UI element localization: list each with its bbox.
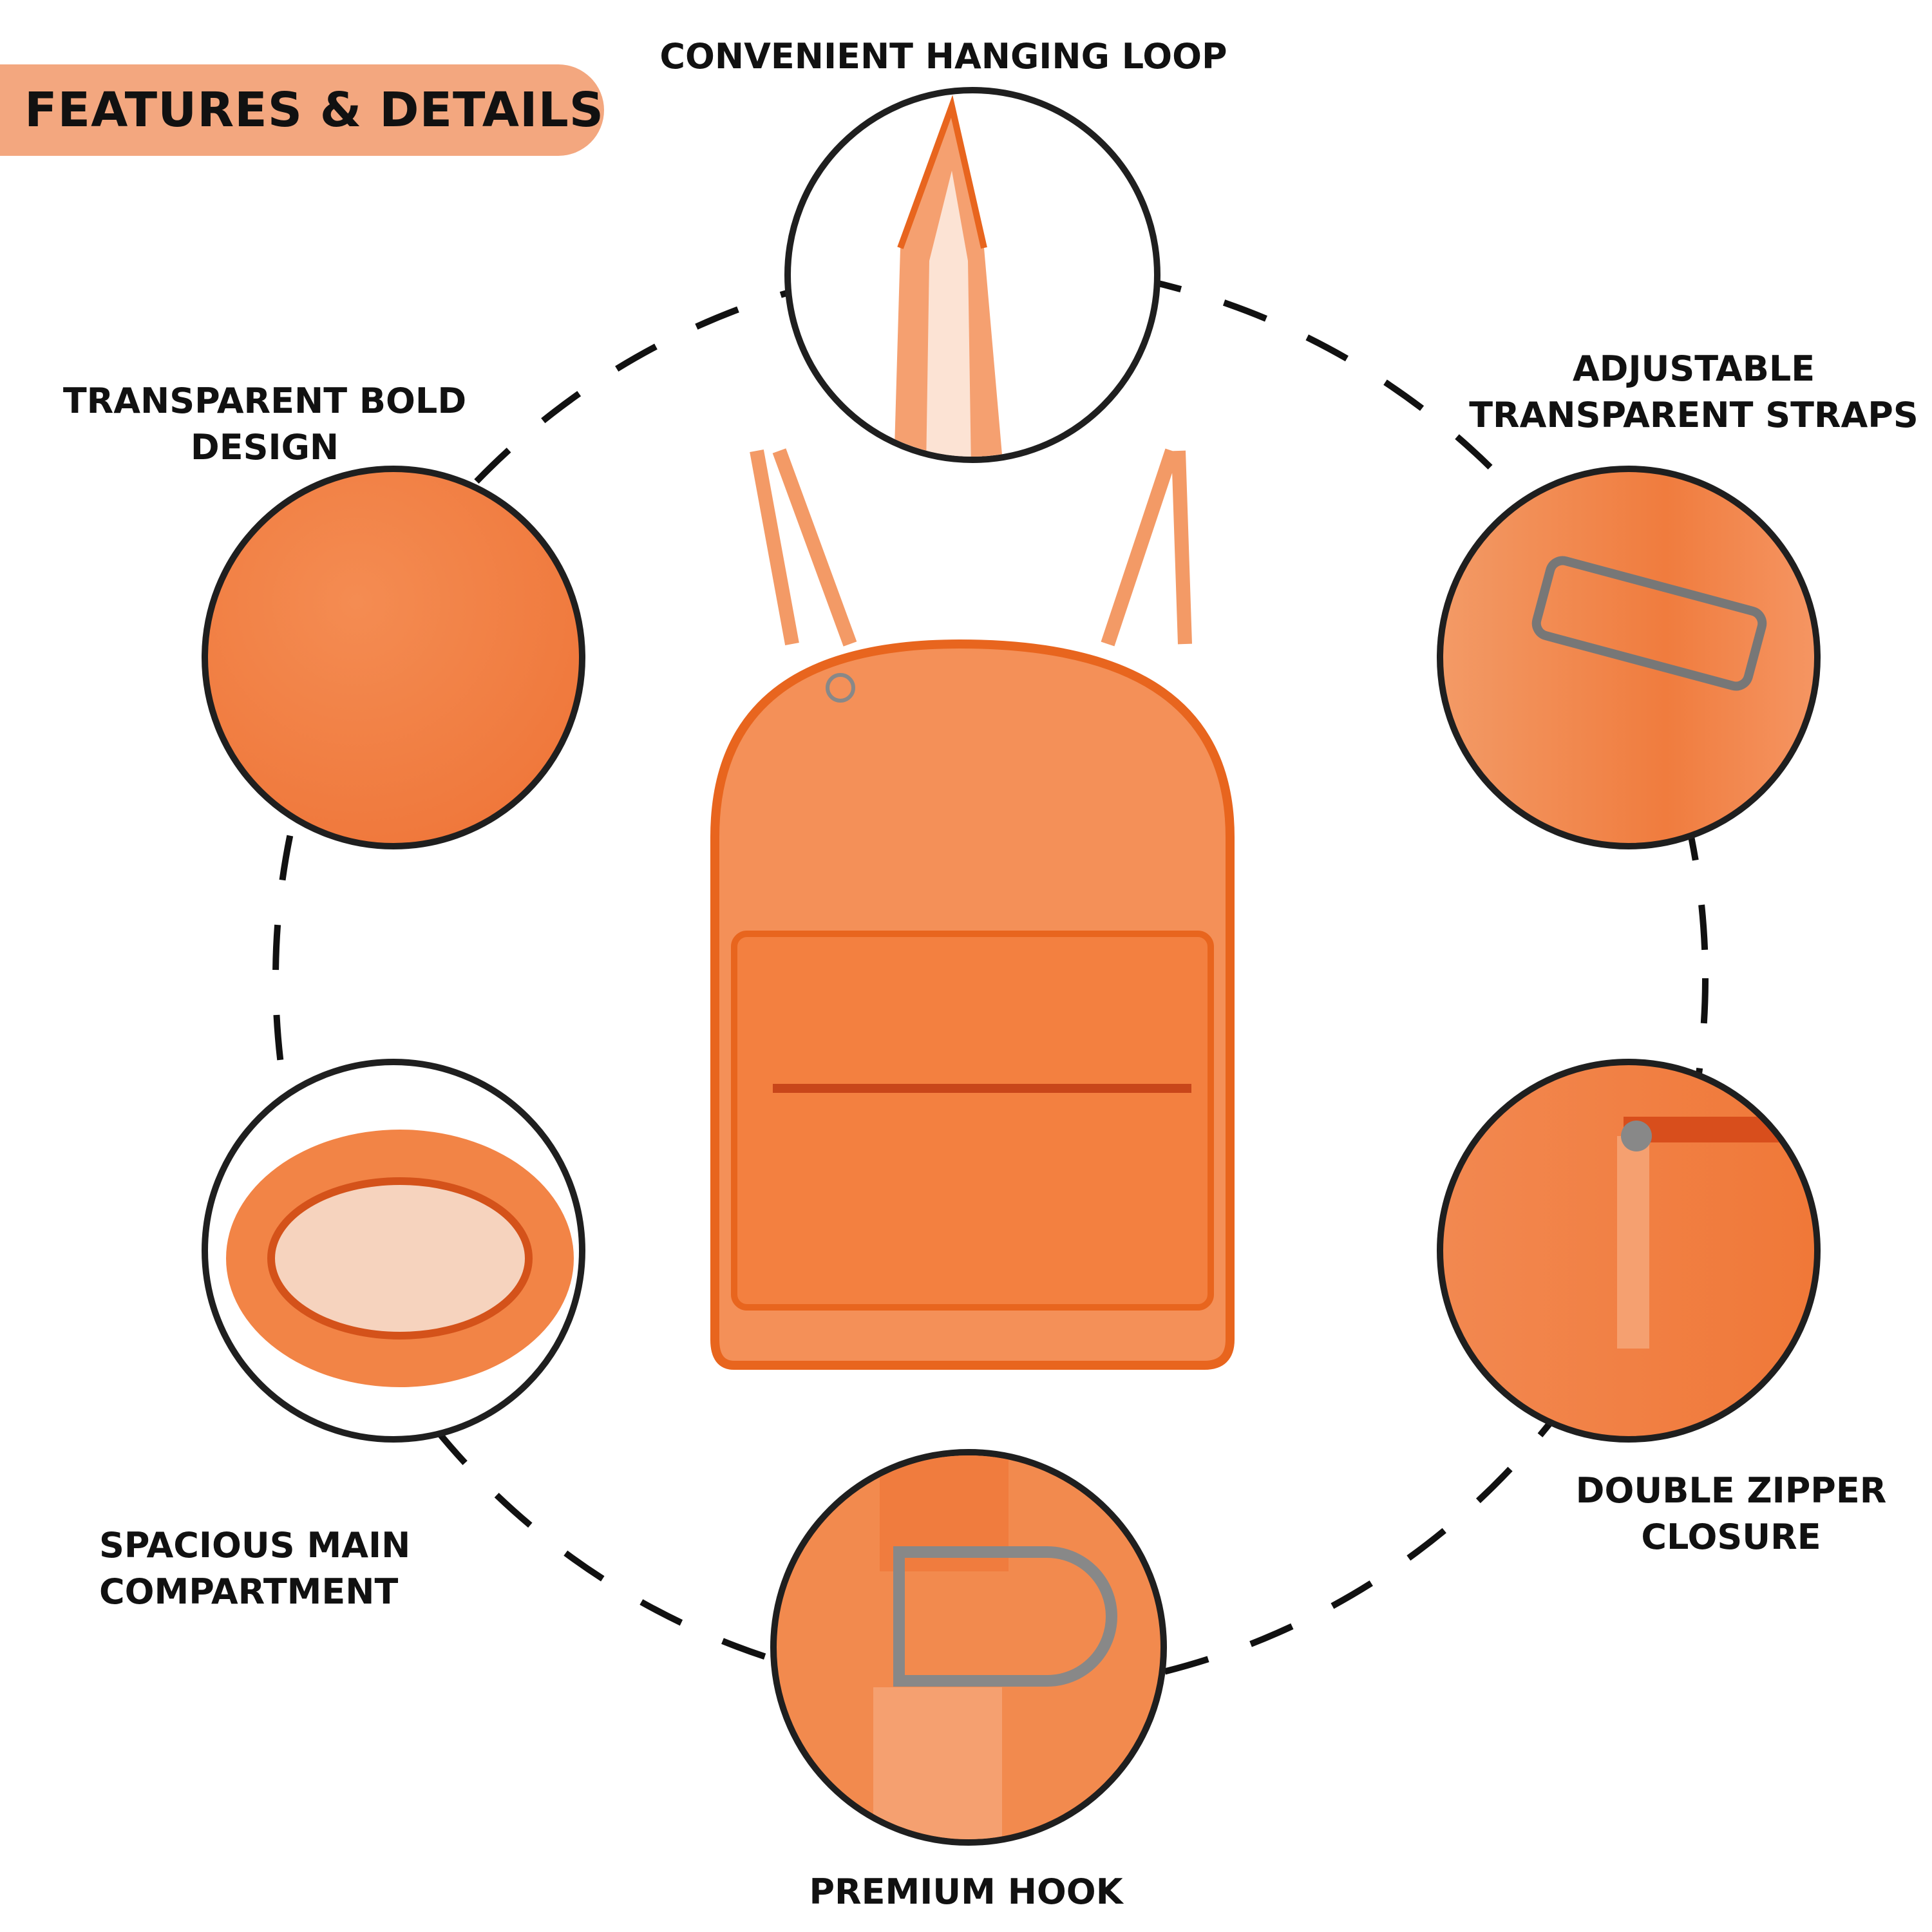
zipper-label: DOUBLE ZIPPER CLOSURE [1506,1468,1932,1560]
premium-hook-image [770,1449,1167,1846]
page-title: FEATURES & DETAILS [24,82,605,138]
label-line: DESIGN [190,427,339,468]
straps-image [1437,466,1821,849]
hanging-loop-icon [894,95,1003,457]
label-line: CLOSURE [1641,1517,1821,1557]
label-line: DOUBLE ZIPPER [1575,1470,1887,1511]
header-badge: FEATURES & DETAILS [0,64,604,156]
bold-design-image [202,466,585,849]
compartment-image [202,1059,585,1443]
compartment-label: SPACIOUS MAIN COMPARTMENT [99,1522,410,1615]
premium-hook-label: PREMIUM HOOK [708,1869,1224,1915]
label-line: SPACIOUS MAIN [99,1525,411,1566]
hanging-loop-label: CONVENIENT HANGING LOOP [621,33,1265,80]
d-ring-icon [873,1455,1117,1839]
label-line: PREMIUM HOOK [809,1871,1123,1912]
zipper-icon [1617,1117,1814,1349]
open-bag-icon [226,1130,574,1387]
label-line: COMPARTMENT [99,1571,399,1612]
label-line: TRANSPARENT STRAPS [1469,395,1918,435]
label-line: ADJUSTABLE [1572,348,1815,389]
buckle-icon [1531,556,1767,691]
label-line: TRANSPARENT BOLD [62,381,467,421]
bold-design-label: TRANSPARENT BOLD DESIGN [39,378,490,471]
zipper-image [1437,1059,1821,1443]
hanging-loop-image [784,87,1160,463]
straps-label: ADJUSTABLE TRANSPARENT STRAPS [1436,346,1932,439]
label-line: CONVENIENT HANGING LOOP [659,36,1227,77]
